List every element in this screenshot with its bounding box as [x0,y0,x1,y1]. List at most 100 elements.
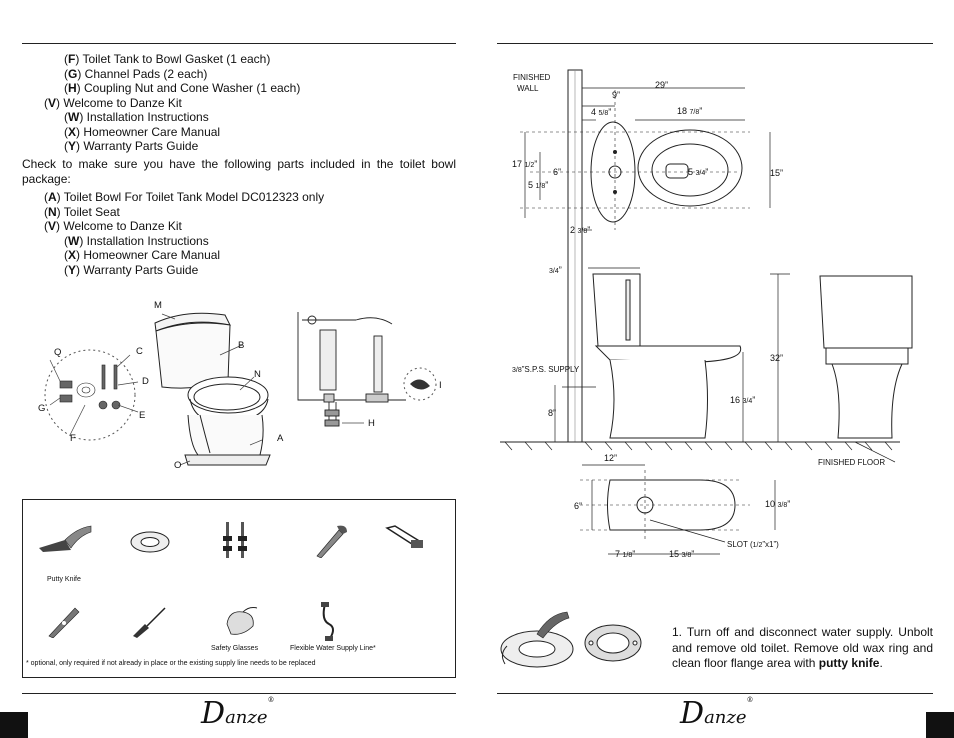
finished-wall-label-2: WALL [517,84,539,93]
putty-knife-icon [39,525,92,552]
dim-9: 9” [612,90,621,100]
dim-15-3-8: 15 3/8” [669,549,695,559]
flange-removal-illustration [500,611,574,668]
dim-17-1-2: 17 1/2” [512,159,538,169]
label-a: A [277,433,284,444]
part-key: N [48,204,57,219]
parts-list-item: (X) Homeowner Care Manual [64,248,221,262]
dim-7-1-8: 7 1/8” [615,549,636,559]
dim-3-4: 3/4” [549,265,562,275]
parts-list-item: (V) Welcome to Danze Kit [44,219,182,233]
putty-knife-caption: Putty Knife [47,576,81,583]
page-tab-left [0,712,28,738]
part-description: Toilet Tank to Bowl Gasket (1 each) [79,52,271,66]
label-o: O [174,460,182,471]
step-1-text: 1. Turn off and disconnect water supply.… [672,625,933,670]
supply-line-icon [321,602,334,641]
dim-8: 8” [548,408,557,418]
dim-18-7-8: 18 7/8” [677,106,703,116]
tools-box: Putty Knife Safety Glasses Flexible Wate… [22,499,456,678]
part-key: Y [68,262,77,277]
putty-knife-emphasis: putty knife [818,656,880,670]
part-description: Welcome to Danze Kit [60,95,182,110]
part-description: Toilet Seat [60,204,120,219]
part-key: H [68,81,77,95]
left-top-rule [22,43,456,44]
parts-list-item: (V) Welcome to Danze Kit [44,95,182,110]
part-key: F [68,52,76,66]
danze-logo-right: Danze® [680,696,754,731]
page-tab-right [926,712,954,738]
dim-29: 29” [655,80,669,90]
part-key: W [68,110,80,124]
part-key: G [68,66,78,81]
finished-floor-label: FINISHED FLOOR [818,458,886,467]
part-key: V [48,95,57,110]
level-icon [48,607,80,638]
dim-32: 32” [770,353,784,363]
screwdriver-icon [133,607,166,638]
sps-supply-label: 3/8”S.P.S. SUPPLY [512,365,580,374]
label-h: H [368,418,375,429]
dim-5-1-8: 5 1/8” [528,180,549,190]
part-description: Warranty Parts Guide [80,139,199,153]
wax-ring-icon [130,531,170,553]
parts-list-item: (X) Homeowner Care Manual [64,124,221,139]
part-description: Homeowner Care Manual [80,248,221,262]
part-description: Welcome to Danze Kit [60,219,182,233]
label-f: F [70,433,76,444]
parts-list-tank: (F) Toilet Tank to Bowl Gasket (1 each)(… [44,52,300,154]
part-description: Installation Instructions [83,110,209,124]
parts-list-item: (N) Toilet Seat [44,204,120,219]
danze-logo-left: Danze ® [201,696,275,731]
parts-list-item: (A) Toilet Bowl For Toilet Tank Model DC… [44,190,325,204]
left-bottom-rule [22,693,456,694]
label-g: G [38,403,46,414]
part-description: Coupling Nut and Cone Washer (1 each) [80,81,301,95]
part-key: V [48,219,57,233]
slot-label: SLOT (1/2”x1”) [727,540,779,549]
dim-4-5-8: 4 5/8” [591,107,612,117]
label-q: Q [54,347,62,358]
dim-10-3-8: 10 3/8” [765,499,791,509]
parts-list-bowl: (A) Toilet Bowl For Toilet Tank Model DC… [44,190,324,277]
part-key: X [68,248,77,262]
dim-16-3-4: 16 3/4” [730,395,756,405]
tools-footnote: * optional, only required if not already… [26,660,316,667]
part-description: Warranty Parts Guide [80,262,199,277]
bowl-package-paragraph: Check to make sure you have the followin… [22,157,456,186]
part-description: Toilet Bowl For Toilet Tank Model DC0123… [60,190,325,204]
toilet-exploded-diagram [44,312,271,466]
adjustable-wrench-icon [316,525,347,558]
part-key: Y [68,139,77,153]
label-i: I [439,380,442,391]
parts-list-item: (Y) Warranty Parts Guide [64,139,199,153]
fill-valve-diagram [297,312,437,427]
bolts-icon [223,522,247,558]
label-d: D [142,376,149,387]
dim-5-3-4: 5 3/4” [688,167,709,177]
logo-text: anze [225,707,268,728]
part-description: Homeowner Care Manual [80,124,221,139]
safety-glasses-caption: Safety Glasses [211,645,259,652]
label-n: N [254,369,261,380]
dim-6-plan: 6” [574,501,583,511]
safety-glasses-icon [226,607,258,635]
rough-in-dimension-drawing [500,69,913,555]
logo-mark: ® [267,696,275,704]
part-key: W [68,233,80,248]
parts-list-item: (F) Toilet Tank to Bowl Gasket (1 each) [64,52,271,66]
dim-2-3-8: 2 3/8” [570,225,591,235]
dim-15: 15” [770,168,784,178]
label-e: E [139,410,146,421]
label-b: B [238,340,245,351]
parts-list-item: (W) Installation Instructions [64,233,209,248]
parts-list-item: (G) Channel Pads (2 each) [64,66,208,81]
part-key: X [68,124,77,139]
part-description: Installation Instructions [83,233,209,248]
dim-6-top: 6” [553,167,562,177]
part-key: A [48,190,57,204]
logo-d: D [201,696,226,731]
parts-list-item: (W) Installation Instructions [64,110,209,124]
hacksaw-icon [385,525,423,548]
